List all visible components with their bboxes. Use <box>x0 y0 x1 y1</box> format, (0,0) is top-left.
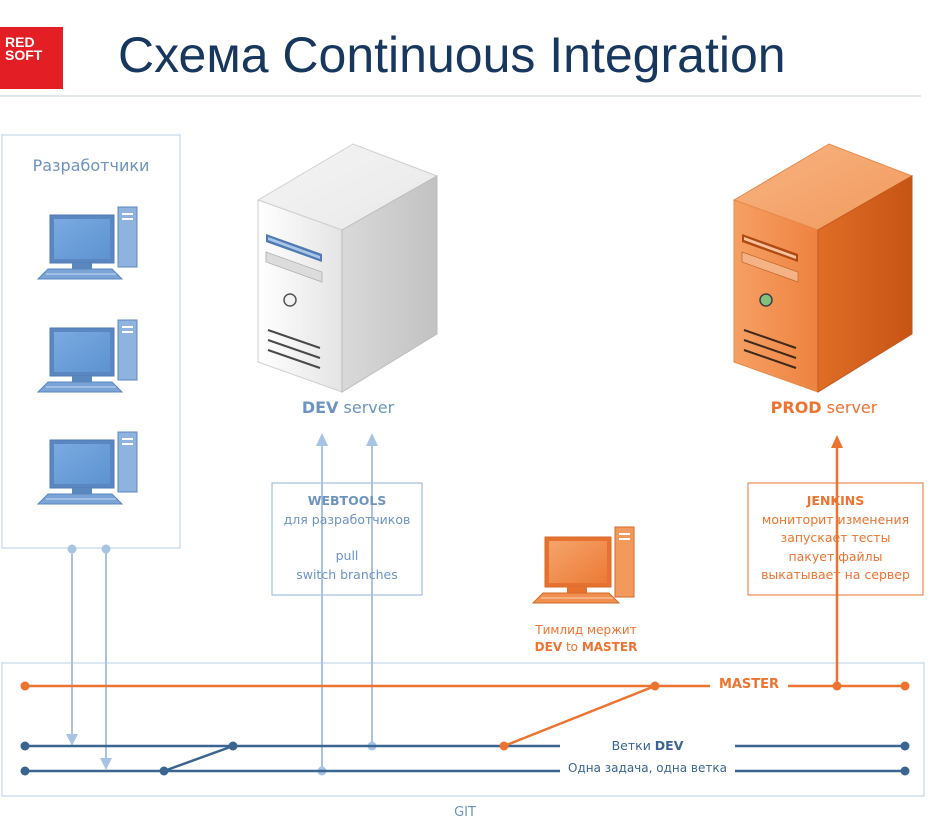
dev-branches-label: Ветки DEV <box>560 738 735 753</box>
developer-commit-arrows <box>66 544 112 770</box>
dev-server-arrows <box>316 433 378 776</box>
dev-server-icon <box>256 143 439 393</box>
logo-line-1: RED <box>5 34 35 50</box>
jenkins-line-4: выкатывает на сервер <box>761 567 910 582</box>
dev-branches-bold: DEV <box>654 738 684 753</box>
webtools-title: WEBTOOLS <box>307 493 387 508</box>
dev-branch-lines <box>20 741 910 776</box>
prod-server-label: PROD server <box>726 398 922 417</box>
master-branch-line <box>20 681 910 751</box>
teamlead-to: to <box>562 640 582 654</box>
teamlead-line-1: Тимлид мержит <box>535 623 637 637</box>
teamlead-dev: DEV <box>534 640 563 654</box>
prod-server-name-rest: server <box>821 398 878 417</box>
prod-server-name-bold: PROD <box>770 398 822 417</box>
jenkins-line-1: мониторит изменения <box>761 511 910 527</box>
webtools-line-pull: pull <box>335 548 359 563</box>
developers-label: Разработчики <box>32 156 150 175</box>
dev-server-name-rest: server <box>338 398 395 417</box>
logo-line-2: SOFT <box>5 47 43 63</box>
prod-deploy-arrow <box>831 435 843 686</box>
jenkins-text: JENKINS мониторит изменения запускает те… <box>748 492 923 585</box>
teamlead-master: MASTER <box>581 640 638 654</box>
jenkins-box <box>747 482 924 596</box>
jenkins-line-2: запускает тесты <box>780 530 891 545</box>
jenkins-title: JENKINS <box>806 493 865 508</box>
prod-server-icon <box>732 143 914 393</box>
teamlead-caption: Тимлид мержит DEV to MASTER <box>500 622 672 656</box>
webtools-text: WEBTOOLS для разработчиков pull switch b… <box>272 492 422 584</box>
dev-branches-prefix: Ветки <box>611 738 655 753</box>
git-panel <box>1 662 925 797</box>
git-label: GIT <box>454 805 476 820</box>
dev-server-name-bold: DEV <box>301 398 339 417</box>
dev-branches-sublabel: Одна задача, одна ветка <box>568 761 727 775</box>
webtools-line-switch: switch branches <box>296 566 398 582</box>
dev-server-label: DEV server <box>250 398 446 417</box>
page-title: Схема Continuous Integration <box>118 27 786 83</box>
jenkins-line-3: пакует файлы <box>788 548 883 564</box>
teamlead-computer-icon <box>532 526 635 604</box>
master-label: MASTER <box>718 677 780 692</box>
redsoft-logo: RED SOFT <box>0 27 63 89</box>
webtools-box <box>271 482 423 596</box>
webtools-subtitle: для разработчиков <box>283 511 411 527</box>
